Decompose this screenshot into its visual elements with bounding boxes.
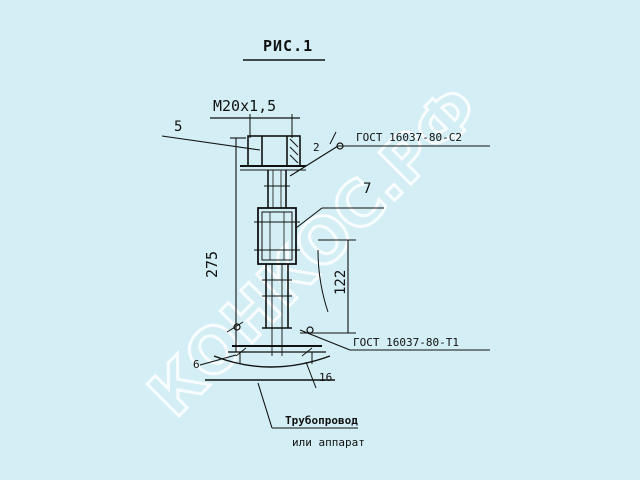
callout-5-leader xyxy=(161,135,261,151)
dimension-122-label: 122 xyxy=(333,270,349,295)
callout-7: 7 xyxy=(363,181,371,197)
watermark-text: КОНКОС.РФ xyxy=(134,72,493,431)
top-weld-leader xyxy=(289,145,339,177)
base-fitting xyxy=(205,345,335,381)
dimension-16-leader xyxy=(305,361,317,389)
callout-6: 6 xyxy=(193,358,200,371)
dimension-16-label: 16 xyxy=(319,371,332,384)
bottom-weld-leader xyxy=(299,329,351,351)
stem-body xyxy=(264,170,290,208)
base-label-leader xyxy=(257,382,273,429)
dimension-275-label: 275 xyxy=(203,251,221,278)
lower-stem xyxy=(262,264,292,356)
base-label-line1: Трубопровод xyxy=(285,414,358,427)
bottom-weld-circle xyxy=(306,326,314,334)
callout-5: 5 xyxy=(174,119,182,135)
bottom-standard: ГОСТ 16037-80-Т1 xyxy=(353,336,459,349)
thread-label: M20x1,5 xyxy=(213,97,276,115)
callout-6-leader xyxy=(199,354,237,366)
top-weld-tick xyxy=(329,131,337,145)
callout-2: 2 xyxy=(313,141,320,154)
left-weld-circle xyxy=(233,323,241,331)
dimension-275 xyxy=(230,137,246,353)
top-fitting xyxy=(240,135,306,171)
left-weld-leader xyxy=(226,321,244,333)
middle-coupling xyxy=(254,207,300,265)
top-weld-circle xyxy=(336,142,344,150)
figure-title: РИС.1 xyxy=(263,37,313,55)
callout-7-leader-a xyxy=(295,207,323,229)
base-label-line2: или аппарат xyxy=(292,436,365,449)
watermark: КОНКОС.РФ xyxy=(132,70,494,432)
top-standard: ГОСТ 16037-80-С2 xyxy=(356,131,462,144)
